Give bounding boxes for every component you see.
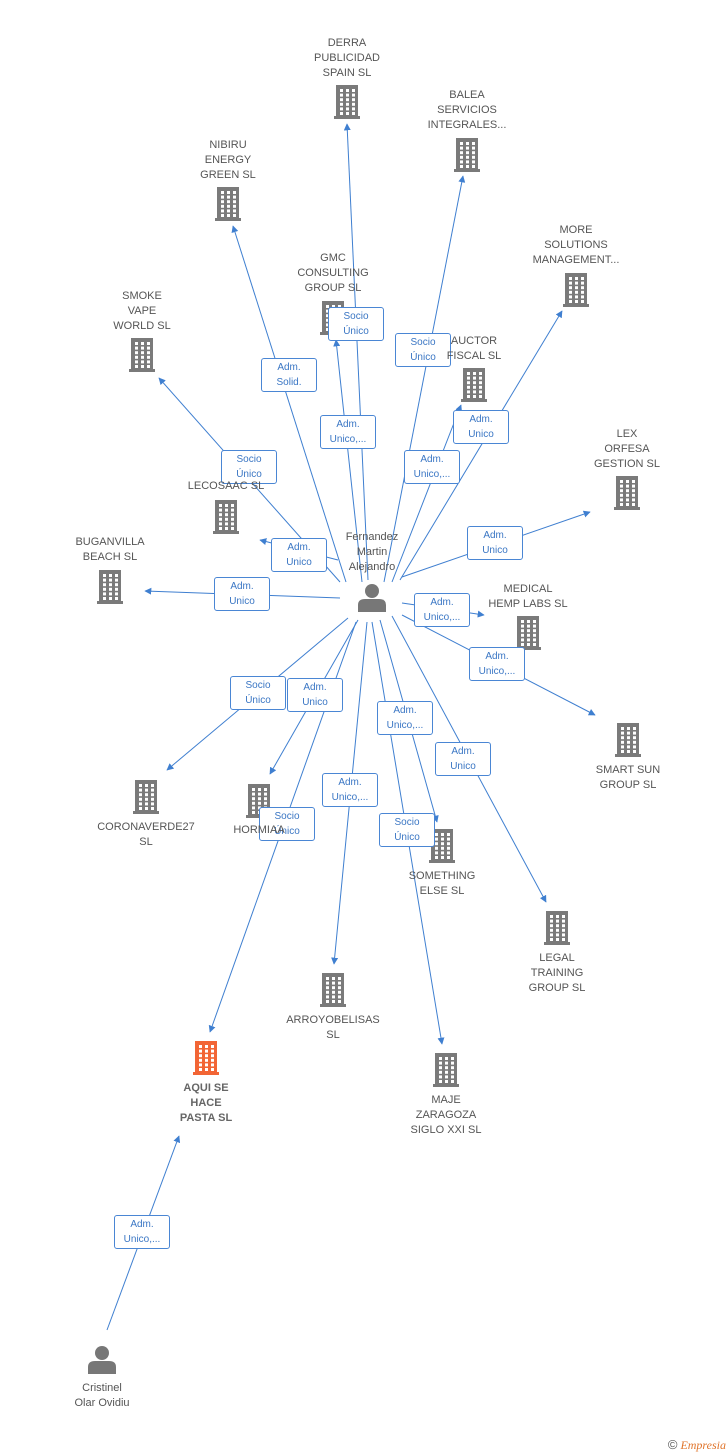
edge-label-fernandez-gmc[interactable]: Adm. Unico,...	[320, 415, 376, 449]
edge-label-fernandez-legal[interactable]: Adm. Unico	[435, 742, 491, 776]
node-label-arroyo[interactable]: ARROYOBELISAS SL	[286, 1014, 380, 1041]
edge-fernandez-more	[399, 310, 563, 581]
copyright-icon: ©	[667, 1437, 678, 1452]
node-label-maje[interactable]: MAJE ZARAGOZA SIGLO XXI SL	[410, 1094, 482, 1136]
node-label-buganvilla[interactable]: BUGANVILLA BEACH SL	[75, 536, 145, 563]
edge-fernandez-balea	[383, 175, 466, 583]
empresia-brand[interactable]: © Empresia	[668, 1437, 726, 1453]
edge-fernandez-auctor	[391, 404, 462, 583]
edge-label-fernandez-lex[interactable]: Adm. Unico	[467, 526, 523, 560]
node-label-cristinel[interactable]: Cristinel Olar Ovidiu	[74, 1382, 130, 1409]
edge-fernandez-gmc	[333, 339, 363, 583]
node-label-lecosaac[interactable]: LECOSAAC SL	[187, 480, 265, 492]
edge-label-fernandez-smartsun[interactable]: Adm. Unico,...	[469, 647, 525, 681]
node-label-something[interactable]: SOMETHING ELSE SL	[408, 870, 476, 897]
person-icon-cristinel[interactable]	[88, 1346, 116, 1374]
building-icon-balea[interactable]	[454, 138, 480, 172]
building-icon-maje[interactable]	[433, 1053, 459, 1087]
edge-label-fernandez-nibiru[interactable]: Adm. Solid.	[261, 358, 317, 392]
building-icon-legal[interactable]	[544, 911, 570, 945]
node-label-auctor[interactable]: AUCTOR FISCAL SL	[446, 335, 502, 362]
edge-label-fernandez-auctor[interactable]: Adm. Unico,...	[404, 450, 460, 484]
building-icon-smoke[interactable]	[129, 338, 155, 372]
edge-label-cristinel-aqui[interactable]: Adm. Unico,...	[114, 1215, 170, 1249]
node-label-smartsun[interactable]: SMART SUN GROUP SL	[595, 764, 661, 791]
edge-label-fernandez-coronaverde[interactable]: Socio Único	[230, 676, 286, 710]
building-icon-arroyo[interactable]	[320, 973, 346, 1007]
node-label-derra[interactable]: DERRA PUBLICIDAD SPAIN SL	[313, 37, 381, 79]
building-icon-coronaverde[interactable]	[133, 780, 159, 814]
building-icon-nibiru[interactable]	[215, 187, 241, 221]
node-label-medical[interactable]: MEDICAL HEMP LABS SL	[488, 583, 568, 610]
building-icon-buganvilla[interactable]	[97, 570, 123, 604]
building-icon-medical[interactable]	[515, 616, 541, 650]
building-icon-smartsun[interactable]	[615, 723, 641, 757]
building-icon-derra[interactable]	[334, 85, 360, 119]
node-label-smoke[interactable]: SMOKE VAPE WORLD SL	[113, 290, 171, 332]
edge-label-fernandez-lecosaac[interactable]: Adm. Unico	[271, 538, 327, 572]
edge-label-fernandez-more[interactable]: Adm. Unico	[453, 410, 509, 444]
edge-label-fernandez-maje[interactable]: Socio Único	[379, 813, 435, 847]
node-label-balea[interactable]: BALEA SERVICIOS INTEGRALES...	[427, 89, 507, 131]
edge-label-fernandez-smoke[interactable]: Socio Único	[221, 450, 277, 484]
node-label-more[interactable]: MORE SOLUTIONS MANAGEMENT...	[532, 224, 620, 266]
edge-fernandez-derra	[343, 123, 369, 581]
node-label-aqui[interactable]: AQUI SE HACE PASTA SL	[179, 1082, 233, 1124]
edge-fernandez-nibiru	[231, 225, 347, 583]
edge-label-fernandez-medical[interactable]: Adm. Unico,...	[414, 593, 470, 627]
edge-label-fernandez-arroyo[interactable]: Adm. Unico,...	[322, 773, 378, 807]
node-label-nibiru[interactable]: NIBIRU ENERGY GREEN SL	[200, 139, 256, 181]
node-label-coronaverde[interactable]: CORONAVERDE27 SL	[97, 821, 195, 848]
node-label-legal[interactable]: LEGAL TRAINING GROUP SL	[528, 952, 586, 994]
edge-label-fernandez-buganvilla[interactable]: Adm. Unico	[214, 577, 270, 611]
brand-name: Empresia	[680, 1438, 726, 1452]
building-icon-aqui[interactable]	[193, 1041, 219, 1075]
building-icon-something[interactable]	[429, 829, 455, 863]
edge-label-fernandez-something[interactable]: Adm. Unico,...	[377, 701, 433, 735]
building-icon-lex[interactable]	[614, 476, 640, 510]
edge-label-fernandez-aqui[interactable]: Socio Único	[259, 807, 315, 841]
node-label-lex[interactable]: LEX ORFESA GESTION SL	[593, 428, 661, 470]
node-label-hormiaa[interactable]: HORMIAA	[233, 824, 285, 836]
node-label-gmc[interactable]: GMC CONSULTING GROUP SL	[297, 252, 369, 294]
building-icon-lecosaac[interactable]	[213, 500, 239, 534]
edge-label-fernandez-balea[interactable]: Socio Único	[395, 333, 451, 367]
edge-label-fernandez-hormiaa[interactable]: Adm. Unico	[287, 678, 343, 712]
edge-label-fernandez-derra[interactable]: Socio Único	[328, 307, 384, 341]
building-icon-auctor[interactable]	[461, 368, 487, 402]
person-icon-fernandez[interactable]	[358, 584, 386, 612]
building-icon-more[interactable]	[563, 273, 589, 307]
node-label-fernandez[interactable]: Fernandez Martin Alejandro	[345, 531, 399, 573]
